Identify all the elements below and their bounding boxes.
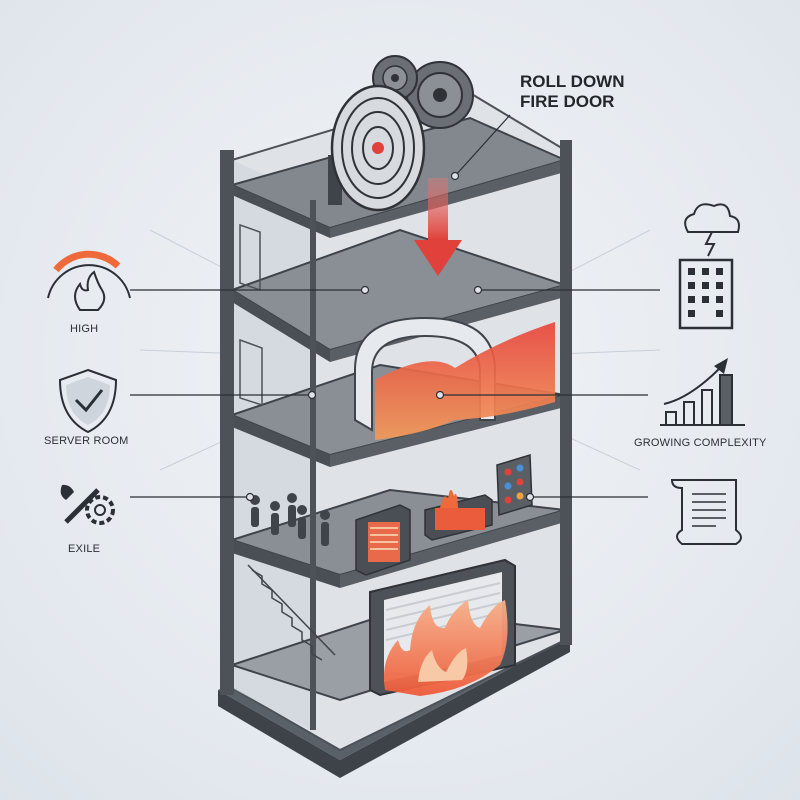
flame-icon <box>383 600 508 696</box>
label-exile: EXILE <box>68 543 101 555</box>
control-panel <box>496 454 533 516</box>
shield-check-icon <box>58 368 118 434</box>
callout-lines <box>130 114 660 502</box>
callout-title-line1: ROLL DOWN <box>520 72 625 91</box>
growth-chart-icon <box>660 358 745 426</box>
roll-drum <box>330 84 426 212</box>
document-scroll-icon <box>670 479 742 545</box>
fire-shutter-units <box>355 489 493 576</box>
cloud-building-icon <box>678 203 740 330</box>
label-growing-complexity: GROWING COMPLEXITY <box>634 437 767 449</box>
person-icon <box>320 510 330 546</box>
wrench-gear-icon <box>60 484 115 525</box>
person-icon <box>287 493 297 527</box>
fire-gauge-icon <box>47 250 131 311</box>
building-frame <box>220 140 572 730</box>
roller-mechanism <box>328 55 474 212</box>
staircase <box>247 564 336 661</box>
ground-floor-fire-shutter <box>369 558 516 697</box>
callout-title-line2: FIRE DOOR <box>520 92 615 111</box>
person-icon <box>297 505 307 539</box>
gear-icon-large <box>406 61 474 129</box>
label-high: HIGH <box>70 323 99 335</box>
callout-title: ROLL DOWN FIRE DOOR <box>520 72 625 112</box>
evacuating-people <box>250 493 330 546</box>
label-server-room: SERVER ROOM <box>44 435 129 447</box>
person-icon <box>270 501 280 535</box>
down-arrow-icon <box>414 178 462 276</box>
